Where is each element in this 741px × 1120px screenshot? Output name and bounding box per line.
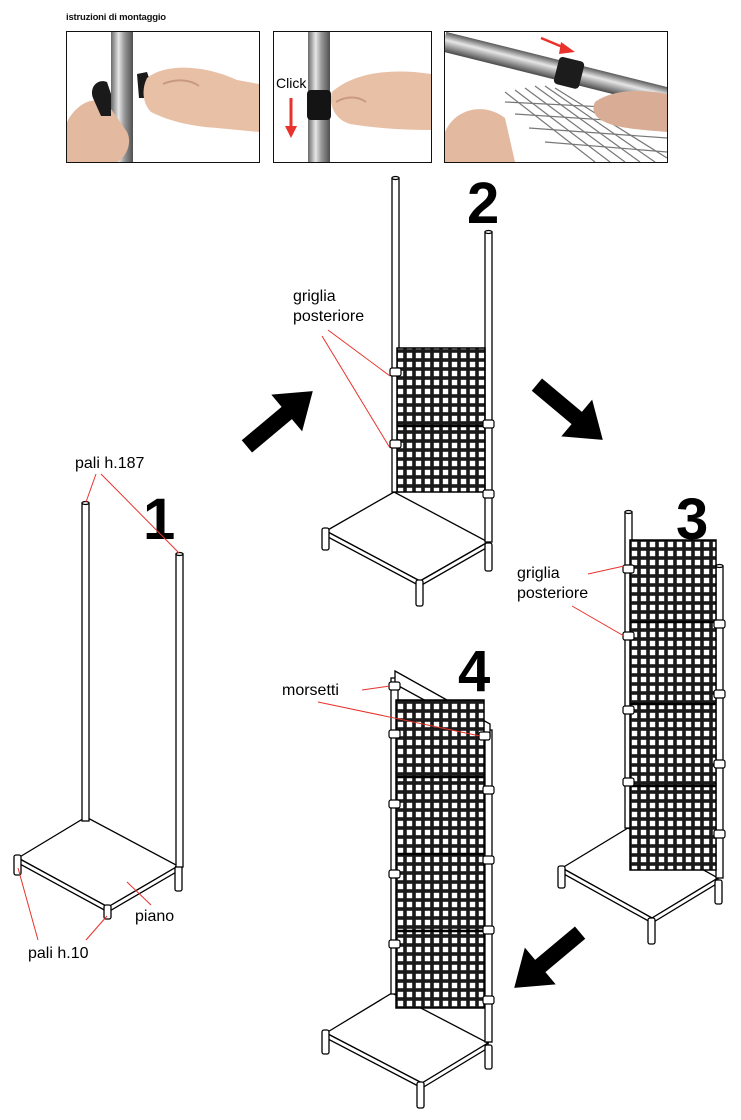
step-2-frame	[321, 175, 493, 607]
right-arrow-icon	[559, 42, 575, 54]
label-posteriore-2: posteriore	[293, 308, 364, 325]
step-1-leaders	[17, 473, 180, 941]
step-3-frame	[557, 509, 724, 945]
step-2-number: 2	[467, 171, 499, 236]
step-4-number: 4	[458, 639, 490, 704]
arrow-down-left-icon	[514, 926, 586, 988]
label-griglia-2: griglia	[293, 288, 336, 305]
label-morsetti: morsetti	[282, 682, 339, 699]
label-pali-h10: pali h.10	[28, 945, 89, 962]
label-griglia-3: griglia	[517, 565, 560, 582]
instructions-title: istruzioni di montaggio	[66, 12, 166, 23]
arrow-down-right-icon	[531, 378, 603, 440]
step-2-back-grid	[396, 347, 486, 493]
step-3-clips	[622, 564, 726, 839]
step-2-clips	[389, 367, 495, 499]
step-3-number: 3	[676, 487, 708, 552]
label-piano: piano	[135, 908, 174, 925]
step-4-frame	[321, 677, 493, 1109]
photo-clip-halves	[66, 31, 260, 163]
photo-shelf-onto-clip	[444, 31, 668, 163]
step-4-leaders	[317, 685, 481, 737]
photo-click: Click	[273, 31, 432, 163]
step-2-leaders	[321, 329, 391, 449]
step-3-leaders	[571, 565, 625, 637]
step-1-frame	[13, 500, 184, 920]
click-label: Click	[276, 75, 307, 91]
label-pali-h187: pali h.187	[75, 455, 144, 472]
step-1-number: 1	[143, 487, 175, 552]
down-arrow-icon	[285, 126, 297, 138]
arrow-up-right-icon	[241, 391, 313, 453]
step-4-clips	[388, 681, 495, 1005]
label-posteriore-3: posteriore	[517, 585, 588, 602]
flow-arrows	[241, 378, 603, 988]
step-4-grid-seams	[396, 775, 484, 933]
step-3-grid-seams	[630, 620, 716, 788]
